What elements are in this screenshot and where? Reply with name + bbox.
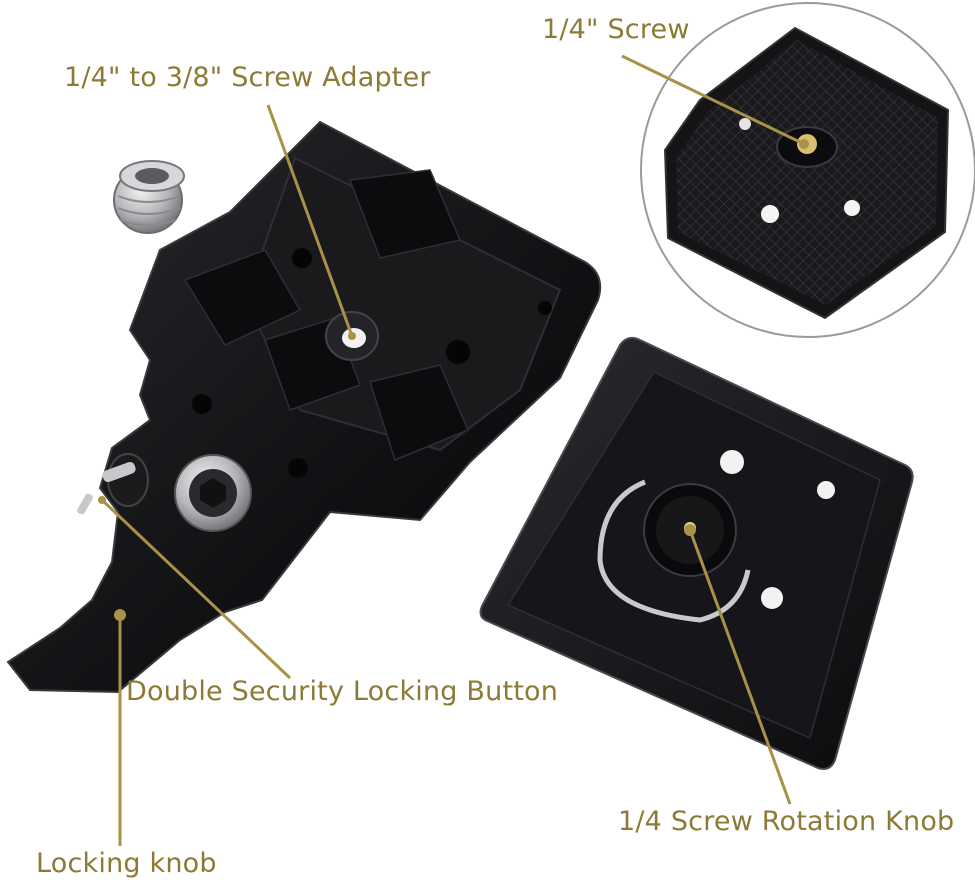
screw-pointer-dot — [799, 139, 809, 149]
screw-leader-line — [621, 54, 805, 146]
rotation-knob-label: 1/4 Screw Rotation Knob — [618, 806, 955, 837]
double-lock-label: Double Security Locking Button — [126, 676, 559, 707]
quick-release-clamp — [6, 120, 602, 694]
adapter-label: 1/4" to 3/8" Screw Adapter — [64, 62, 431, 93]
locking-knob-pointer-dot — [114, 609, 126, 621]
double-lock-pointer-dot — [98, 496, 106, 504]
inset-plate-closeup — [640, 2, 975, 338]
screw-adapter — [113, 160, 185, 234]
quick-release-plate — [479, 336, 914, 770]
rotation-knob-leader-line — [688, 529, 792, 805]
leader-dots — [98, 139, 809, 621]
rotation-knob-pointer-dot — [684, 524, 696, 536]
adapter-pointer-dot — [348, 332, 356, 340]
double-lock-leader-line — [100, 498, 292, 680]
leader-lines — [100, 54, 805, 846]
adapter-leader-line — [266, 104, 354, 337]
locking-knob-label: Locking knob — [36, 848, 217, 879]
screw-label: 1/4" Screw — [542, 14, 690, 45]
